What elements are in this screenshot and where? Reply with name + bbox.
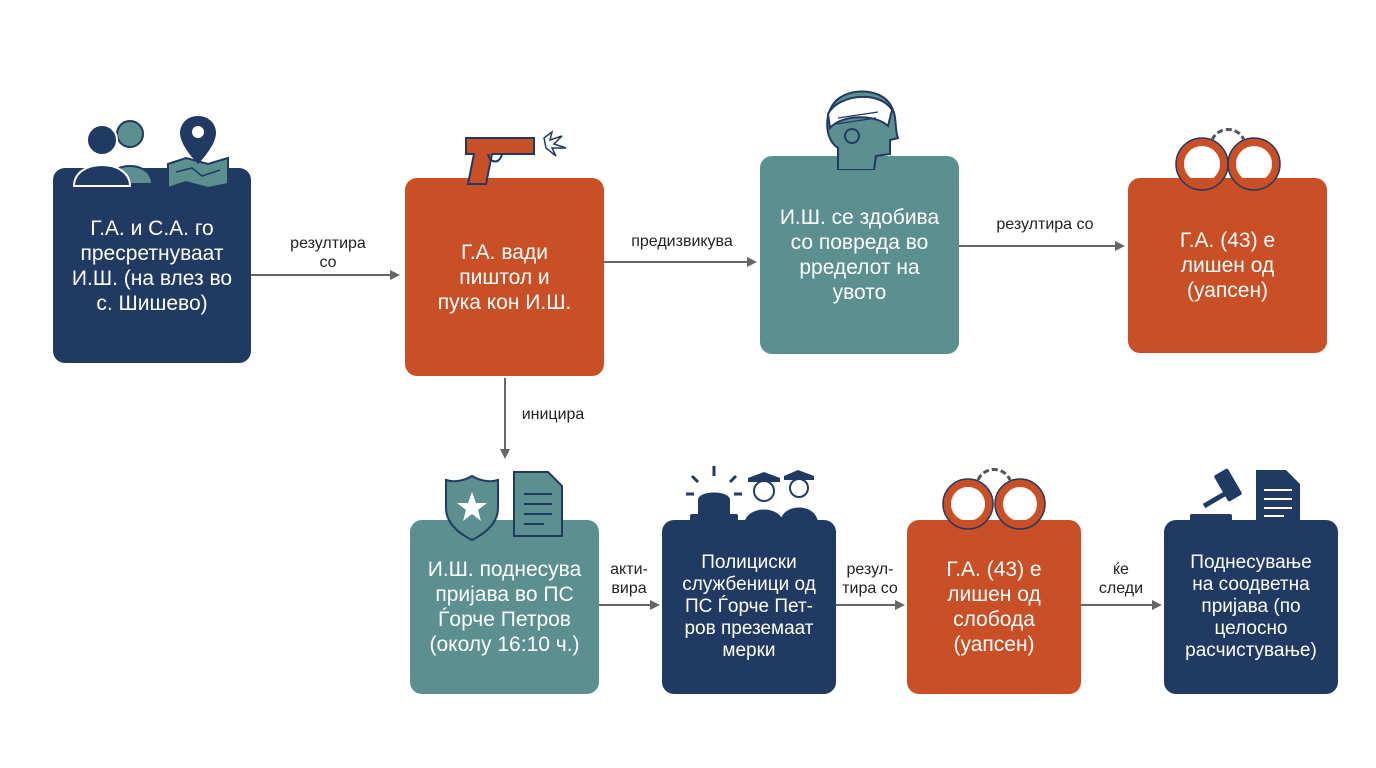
edge-label-rezultira-so-2: резултира со	[996, 216, 1094, 233]
node-interception: Г.А. и С.А. го пресретнуваат И.Ш. (на вл…	[53, 168, 251, 363]
node-report: И.Ш. поднесува пријава во ПС Ѓорче Петро…	[410, 520, 599, 694]
node-charges-text: Поднесување на соодветна пријава (по цел…	[1185, 552, 1317, 661]
node-police-action-text: Полициски службеници од ПС Ѓорче Пет- ро…	[682, 552, 816, 661]
edge-label-rezultira-so-3: резул- тира со	[842, 561, 898, 597]
edge-label-kje-sledi: ќе следи	[1098, 561, 1144, 597]
document-icon-2	[1256, 470, 1300, 524]
node-shooting-text: Г.А. вади пиштол и пука кон И.Ш.	[437, 240, 572, 314]
edge-label-rezultira-so-1: резултира со	[290, 235, 366, 271]
gavel-icon	[1190, 468, 1242, 524]
node-injury-text: И.Ш. се здобива со повреда во pределот н…	[779, 206, 940, 304]
bandaged-head-icon	[826, 90, 900, 170]
node-arrest-bottom: Г.А. (43) е лишен од слобода (уапсен)	[907, 520, 1081, 694]
node-shooting: Г.А. вади пиштол и пука кон И.Ш.	[405, 178, 604, 376]
handcuffs-icon	[1175, 128, 1281, 191]
pistol-icon	[465, 130, 567, 185]
node-interception-text: Г.А. и С.А. го пресретнуваат И.Ш. (на вл…	[71, 216, 233, 315]
police-badge-icon	[445, 474, 499, 542]
node-arrest-top: Г.А. (43) е лишен од (уапсен)	[1128, 178, 1327, 353]
edge-label-aktivira: акти- вира	[610, 561, 648, 597]
police-officers-icon	[744, 470, 818, 526]
edge-label-predizvikuva: предизвикува	[631, 233, 733, 250]
node-report-text: И.Ш. поднесува пријава во ПС Ѓорче Петро…	[427, 558, 582, 656]
node-charges: Поднесување на соодветна пријава (по цел…	[1164, 520, 1338, 694]
node-police-action: Полициски службеници од ПС Ѓорче Пет- ро…	[662, 520, 836, 694]
edge-label-inicira: иницира	[521, 406, 585, 423]
node-arrest-bottom-text: Г.А. (43) е лишен од слобода (уапсен)	[946, 558, 1042, 656]
siren-icon	[686, 466, 742, 524]
handcuffs-icon-2	[942, 468, 1046, 530]
node-arrest-top-text: Г.А. (43) е лишен од (уапсен)	[1179, 229, 1276, 302]
people-icon	[72, 120, 154, 187]
node-injury: И.Ш. се здобива со повреда во pределот н…	[760, 156, 959, 354]
document-icon	[513, 471, 563, 537]
map-pin-icon	[167, 116, 229, 188]
